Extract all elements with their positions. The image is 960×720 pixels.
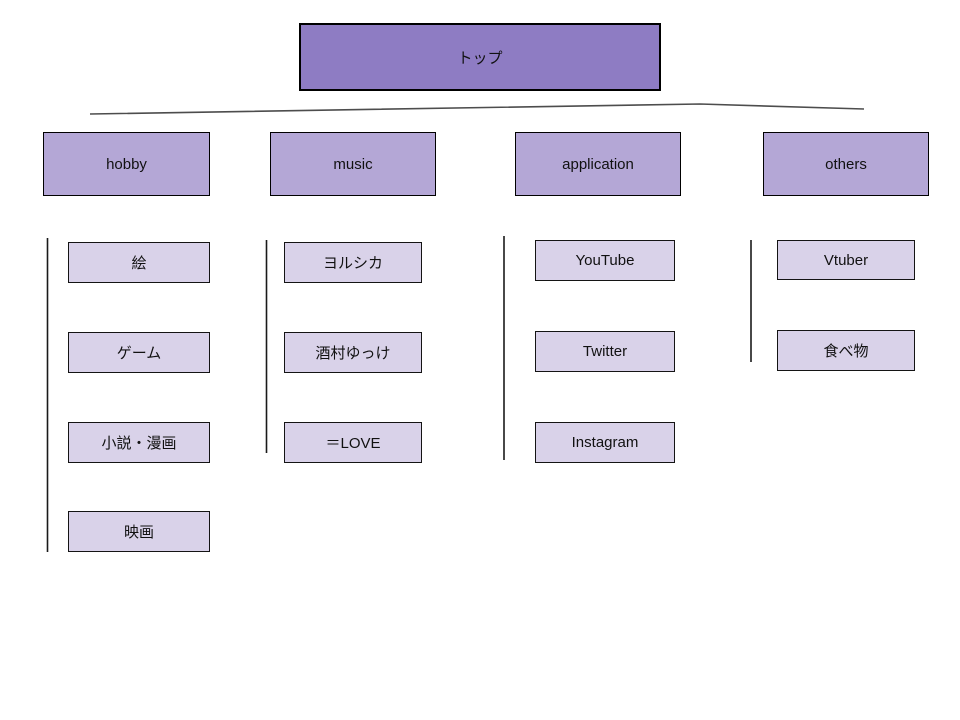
node-top[interactable]: トップ (299, 23, 661, 91)
node-item-label: YouTube (575, 252, 635, 269)
node-category-hobby-label: hobby (106, 155, 147, 173)
node-item-label: 絵 (131, 255, 147, 272)
node-item-music-2[interactable]: ＝LOVE (284, 422, 422, 463)
node-item-others-0[interactable]: Vtuber (777, 240, 915, 280)
node-category-application-label: application (562, 155, 634, 173)
node-item-music-0[interactable]: ヨルシカ (284, 242, 422, 283)
node-category-others[interactable]: others (763, 132, 929, 196)
node-item-label: Vtuber (823, 251, 869, 269)
node-item-label: Instagram (571, 434, 639, 451)
node-item-others-1[interactable]: 食べ物 (777, 330, 915, 371)
node-item-application-2[interactable]: Instagram (535, 422, 675, 463)
node-item-label: ＝LOVE (325, 435, 381, 452)
node-category-others-label: others (825, 155, 867, 173)
root-branch-line (89, 103, 865, 115)
node-item-hobby-0[interactable]: 絵 (68, 242, 210, 283)
node-top-label: トップ (457, 49, 503, 67)
node-item-label: 酒村ゆっけ (315, 345, 391, 362)
node-item-application-0[interactable]: YouTube (535, 240, 675, 281)
node-category-music-label: music (333, 155, 373, 173)
node-item-label: 食べ物 (823, 343, 869, 360)
node-item-hobby-1[interactable]: ゲーム (68, 332, 210, 373)
node-item-music-1[interactable]: 酒村ゆっけ (284, 332, 422, 373)
node-item-application-1[interactable]: Twitter (535, 331, 675, 372)
node-item-label: Twitter (582, 343, 628, 360)
node-category-hobby[interactable]: hobby (43, 132, 210, 196)
node-item-label: ヨルシカ (322, 255, 383, 272)
node-item-hobby-2[interactable]: 小説・漫画 (68, 422, 210, 463)
node-category-application[interactable]: application (515, 132, 681, 196)
node-category-music[interactable]: music (270, 132, 436, 196)
node-item-label: 小説・漫画 (101, 435, 177, 452)
node-item-label: 映画 (123, 524, 154, 541)
node-item-hobby-3[interactable]: 映画 (68, 511, 210, 552)
node-item-label: ゲーム (116, 345, 162, 362)
